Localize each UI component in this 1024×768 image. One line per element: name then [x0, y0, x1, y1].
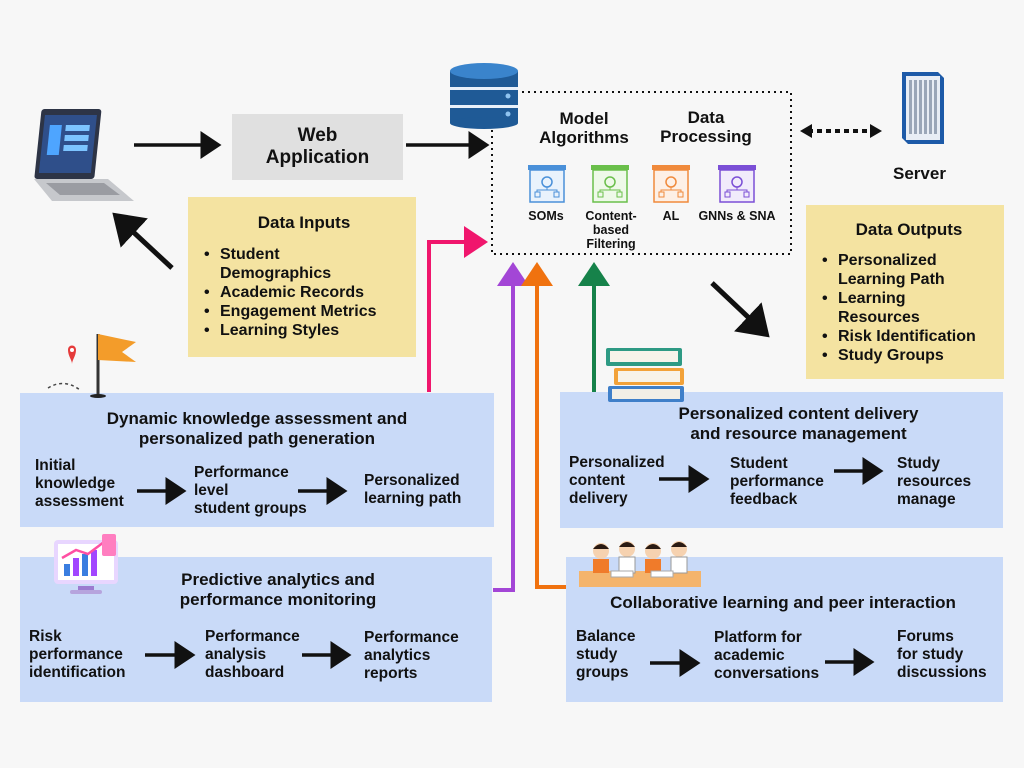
algo-gnns-sna-label: GNNs & SNA [698, 209, 776, 223]
step-performance-feedback: Student performance feedback [730, 455, 824, 508]
algo-soms-label: SOMs [528, 209, 564, 223]
arrow-model-to-outputs [710, 281, 770, 338]
network-icon [591, 165, 629, 203]
panel-title: Predictive analytics and performance mon… [179, 570, 377, 609]
arrow-purple [493, 262, 529, 592]
arrow-pink [427, 226, 488, 392]
list-item: Learning Styles [202, 321, 406, 340]
algo-soms [527, 164, 567, 204]
web-application-box: Web Application [232, 114, 403, 180]
algo-gnns-sna [717, 164, 757, 204]
step-initial-assessment: Initial knowledge assessment [35, 457, 124, 510]
step-resources-manage: Study resources manage [897, 455, 972, 508]
server-label: Server [893, 164, 946, 183]
server-icon [902, 72, 944, 144]
panel-knowledge-assessment: Dynamic knowledge assessment and persona… [20, 393, 494, 527]
data-inputs-title: Data Inputs [257, 213, 351, 232]
panel-title: Personalized content delivery and resour… [678, 404, 919, 443]
step-balance-groups: Balance study groups [576, 628, 636, 681]
algo-al-label: AL [662, 209, 680, 223]
database-icon [450, 63, 518, 129]
panel-content-delivery: Personalized content delivery and resour… [560, 392, 1003, 528]
arrow-orange [521, 262, 566, 589]
step-content-delivery: Personalized content delivery [569, 454, 665, 507]
step-performance-groups: Performance level student groups [194, 464, 307, 517]
panel-title: Dynamic knowledge assessment and persona… [106, 409, 408, 448]
step-risk-identification: Risk performance identification [29, 628, 126, 681]
algo-content-filtering-label: Content- based Filtering [585, 209, 637, 251]
list-item: Learning Resources [820, 289, 998, 327]
list-item: Academic Records [202, 283, 406, 302]
data-processing-label: Data Processing [660, 108, 752, 146]
step-learning-path: Personalized learning path [364, 472, 462, 507]
books-icon [606, 348, 684, 402]
data-outputs-box: Data Outputs Personalized Learning Path … [806, 205, 1004, 379]
network-icon [718, 165, 756, 203]
model-box-border [491, 91, 792, 255]
list-item: Risk Identification [820, 327, 998, 346]
step-analytics-reports: Performance analytics reports [364, 629, 459, 682]
panel-title: Collaborative learning and peer interact… [610, 593, 956, 612]
arrow-back-to-laptop [112, 212, 174, 270]
step-academic-platform: Platform for academic conversations [714, 629, 820, 682]
data-inputs-box: Data Inputs Student Demographics Academi… [188, 197, 416, 357]
laptop-icon [34, 109, 134, 201]
algo-al [651, 164, 691, 204]
model-algorithms-label: Model Algorithms [539, 109, 629, 147]
data-outputs-list: Personalized Learning Path Learning Reso… [820, 251, 998, 365]
flag-icon [47, 334, 136, 398]
network-icon [528, 165, 566, 203]
algo-content-filtering [590, 164, 630, 204]
list-item: Student Demographics [202, 245, 406, 283]
step-forums: Forums for study discussions [897, 628, 987, 681]
data-outputs-title: Data Outputs [855, 220, 963, 239]
data-inputs-list: Student Demographics Academic Records En… [202, 245, 406, 340]
network-icon [652, 165, 690, 203]
analytics-dashboard-icon [54, 534, 118, 594]
list-item: Study Groups [820, 346, 998, 365]
students-group-icon [579, 541, 701, 587]
list-item: Personalized Learning Path [820, 251, 998, 289]
list-item: Engagement Metrics [202, 302, 406, 321]
step-analysis-dashboard: Performance analysis dashboard [205, 628, 300, 681]
